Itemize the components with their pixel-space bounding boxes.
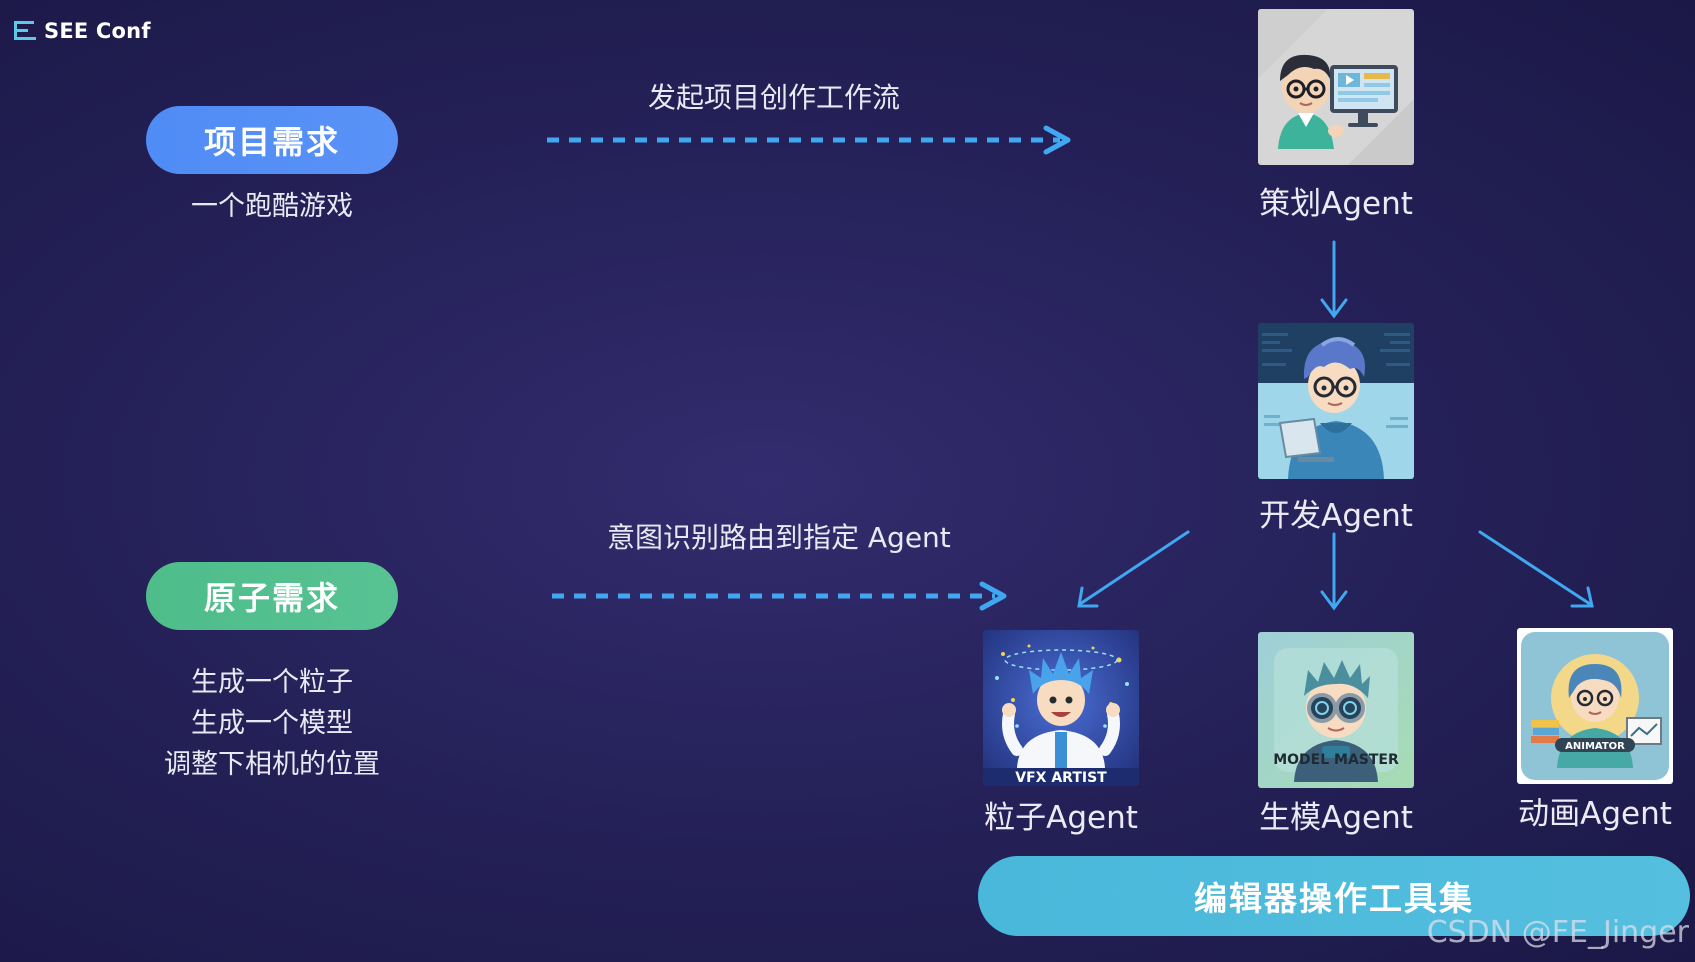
atomic-flow-arrow — [552, 584, 1004, 608]
planner-avatar-icon — [1258, 9, 1414, 165]
model-agent-label: 生模Agent — [1236, 792, 1436, 837]
developer-avatar-icon — [1258, 323, 1414, 479]
vfx-artist-avatar-icon: VFX ARTIST — [983, 630, 1139, 786]
dev-to-model-arrow — [1322, 534, 1346, 608]
anim-agent-label: 动画Agent — [1495, 788, 1695, 833]
anim-agent-card[interactable]: ANIMATOR — [1517, 628, 1673, 784]
vfx-agent-label: 粒子Agent — [961, 792, 1161, 837]
anim-badge-text: ANIMATOR — [1565, 741, 1625, 752]
model-agent-card[interactable]: MODEL MASTER — [1258, 632, 1414, 788]
dev-agent-card[interactable] — [1258, 323, 1414, 479]
dev-to-anim-arrow — [1480, 532, 1592, 606]
dev-to-vfx-arrow — [1079, 532, 1188, 606]
project-flow-arrow — [547, 128, 1068, 152]
planning-agent-label: 策划Agent — [1236, 178, 1436, 223]
dev-agent-label: 开发Agent — [1236, 490, 1436, 535]
model-badge-text: MODEL MASTER — [1273, 752, 1399, 768]
vfx-badge-text: VFX ARTIST — [1015, 770, 1107, 786]
model-master-avatar-icon: MODEL MASTER — [1258, 632, 1414, 788]
planning-to-dev-arrow — [1322, 242, 1346, 316]
planning-agent-card[interactable] — [1258, 9, 1414, 165]
vfx-agent-card[interactable]: VFX ARTIST — [983, 630, 1139, 786]
csdn-watermark: CSDN @FE_Jinger — [1427, 915, 1689, 950]
animator-avatar-icon: ANIMATOR — [1517, 628, 1673, 784]
